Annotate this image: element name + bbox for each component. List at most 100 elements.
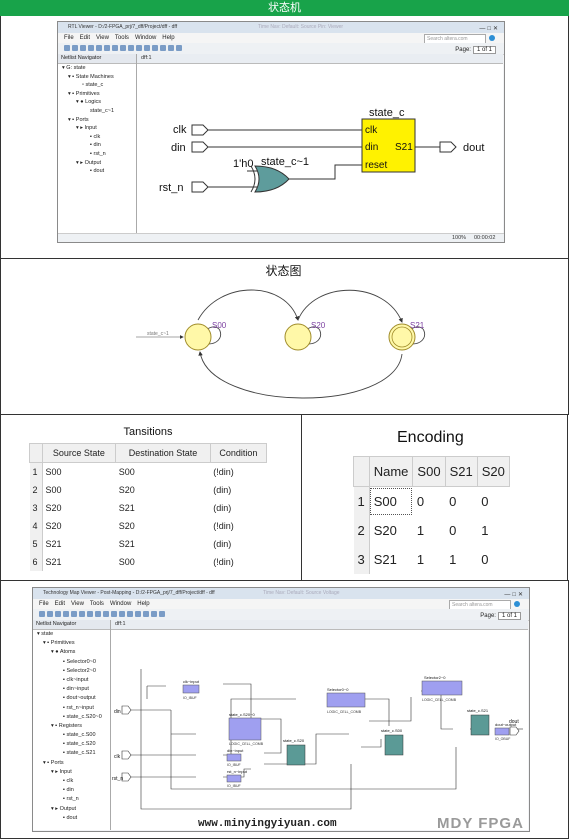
tree-item[interactable]: ▾ ▪ Registers [51,722,83,729]
tech-page-selector[interactable]: Page:1 of 1 [480,611,521,622]
transitions-header-source[interactable]: Source State [41,443,117,463]
fit-icon[interactable] [103,611,109,617]
zoom-out-icon[interactable] [120,45,126,51]
filter-icon[interactable] [143,611,149,617]
tech-in-clk-port[interactable] [121,750,132,760]
transitions-header-cond[interactable]: Condition [209,443,268,463]
tree-item[interactable]: ▪ state_c.S20~0 [63,713,102,720]
rtl-schematic-area[interactable]: dff:1 clk din rst_n 1'h0 state_c~1 state… [137,54,503,234]
highlight-icon[interactable] [119,611,125,617]
tree-item[interactable]: ▪ clk [63,778,74,784]
menu-window[interactable]: Window [134,35,157,41]
state-s21[interactable] [388,323,416,351]
tech-in-din-port[interactable] [121,705,132,715]
grid-icon[interactable] [127,611,133,617]
tree-item[interactable]: ▪ dout [63,814,78,821]
tree-item[interactable]: ▾ ● Logics [76,99,102,106]
tree-item[interactable]: ▾ ▸ Output [76,159,102,166]
maximize-icon[interactable]: □ [487,26,493,32]
back-icon[interactable] [39,611,45,617]
register-s21[interactable] [470,714,490,736]
transitions-header-dest[interactable]: Destination State [115,443,211,463]
tree-item[interactable]: ▾ ▪ State Machines [68,73,114,80]
minimize-icon[interactable]: — [504,592,513,598]
tree-item[interactable]: ▪ din [90,142,101,149]
minimize-icon[interactable]: — [479,26,488,32]
tree-item[interactable]: ▾ ▸ Input [76,125,97,132]
tree-item[interactable]: ▾ ● Atoms [51,649,76,656]
encoding-header-s00[interactable]: S00 [412,456,446,487]
tree-item[interactable]: ▪ dout [90,168,105,175]
in-rst-port[interactable] [191,181,209,193]
tree-item[interactable]: ▾ ▪ Primitives [43,640,75,647]
tree-item[interactable]: ▪ clk [90,133,101,140]
close-icon[interactable]: ✕ [517,592,525,598]
select-icon[interactable] [104,45,110,51]
settings-icon[interactable] [135,611,141,617]
tree-item[interactable]: ▪ Selector2~0 [63,667,96,674]
in-clk-port[interactable] [191,124,209,136]
tree-item[interactable]: ▾ ▪ Ports [43,759,64,766]
tech-search-icon[interactable] [514,601,520,607]
block-selector2[interactable] [421,680,463,696]
encoding-header-s21[interactable]: S21 [444,456,478,487]
menu-window[interactable]: Window [109,601,132,607]
menu-tools[interactable]: Tools [114,35,129,41]
forward-icon[interactable] [72,45,78,51]
block-din-input[interactable] [226,753,242,762]
tree-item[interactable]: ▪ state_c.S20 [63,741,96,748]
block-state-s20-0[interactable] [228,717,262,741]
register-s20[interactable] [286,744,306,766]
menu-view[interactable]: View [96,35,109,41]
print-icon[interactable] [71,611,77,617]
xor-gate[interactable] [254,165,290,193]
export-icon[interactable] [176,45,182,51]
tree-item[interactable]: ▪ state_c.S21 [63,750,96,757]
tree-item[interactable]: ▪ clk~input [63,676,89,683]
tree-item[interactable]: ▪ rst_n~input [63,704,94,711]
encoding-header-name[interactable]: Name [368,456,414,487]
block-selector0[interactable] [326,692,366,708]
tech-out-dout-port[interactable] [509,726,520,736]
state-s20[interactable] [284,323,312,351]
tree-item[interactable]: ▪ rst_n [63,796,79,803]
settings-icon[interactable] [160,45,166,51]
block-rst-input[interactable] [226,774,242,783]
tree-item[interactable]: ▾ ▸ Output [51,805,77,812]
select-icon[interactable] [79,611,85,617]
menu-edit[interactable]: Edit [79,35,91,41]
tree-item[interactable]: ▪ din~input [63,686,89,693]
chip-icon[interactable] [159,611,165,617]
state-s00[interactable] [184,323,212,351]
menu-file[interactable]: File [39,601,49,607]
tree-item[interactable]: state_c~1 [90,107,115,114]
rtl-page-selector[interactable]: Page:1 of 1 [455,45,496,56]
tree-item[interactable]: ▾ ▪ Ports [68,116,89,123]
tree-item[interactable]: ▾ ▸ Input [51,768,72,775]
highlight-icon[interactable] [144,45,150,51]
tech-in-rst-port[interactable] [121,772,132,782]
in-din-port[interactable] [191,141,209,153]
menu-view[interactable]: View [71,601,84,607]
zoom-icon[interactable] [112,45,118,51]
find-icon[interactable] [136,45,142,51]
close-icon[interactable]: ✕ [492,26,500,32]
up-icon[interactable] [55,611,61,617]
tree-item[interactable]: ▪ dout~output [63,695,96,702]
menu-help[interactable]: Help [162,35,175,41]
grid-icon[interactable] [152,45,158,51]
tech-schematic-area[interactable]: dff:1 [111,620,528,830]
tree-item[interactable]: ▪ state_c.S00 [63,732,96,739]
tree-item[interactable]: ▾ ▪ Primitives [68,90,100,97]
tree-item[interactable]: ▪ Selector0~0 [63,658,96,665]
block-dout-output[interactable] [494,727,510,736]
up-icon[interactable] [80,45,86,51]
menu-tools[interactable]: Tools [89,601,104,607]
tab-dff[interactable]: dff:1 [115,621,126,627]
